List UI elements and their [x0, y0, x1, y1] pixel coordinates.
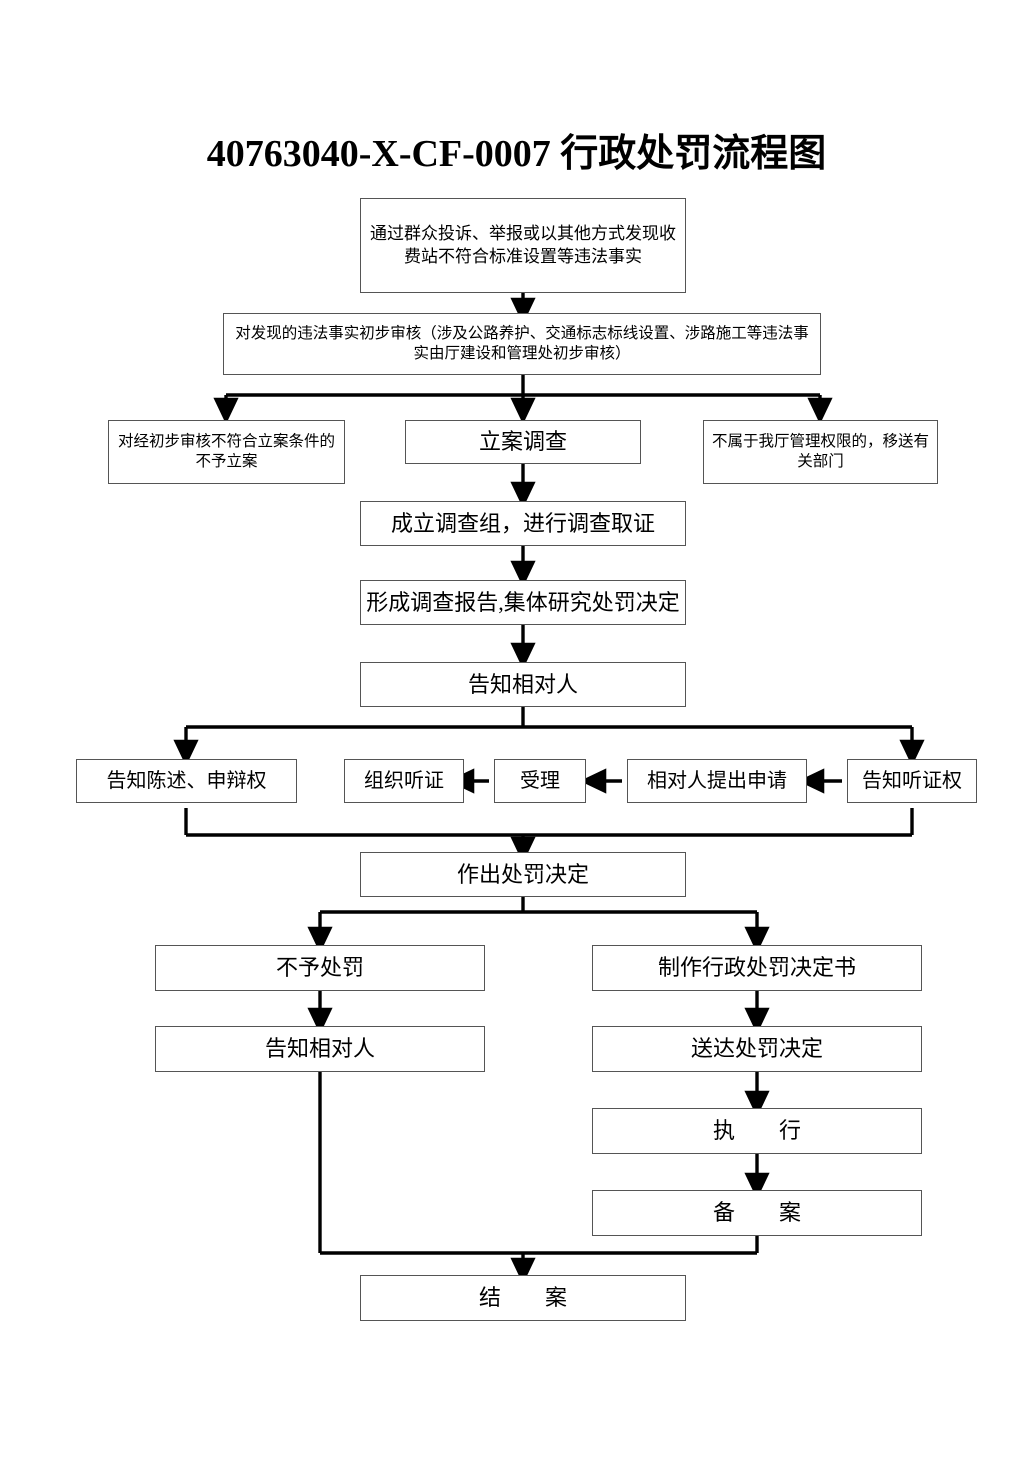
node-execute-label: 执 行	[712, 1118, 801, 1144]
node-make-decision-label: 作出处罚决定	[456, 861, 589, 887]
node-make-decision-doc[interactable]: 制作行政处罚决定书	[592, 945, 922, 991]
node-notify-statement-right[interactable]: 告知陈述、申辩权	[76, 759, 297, 803]
node-investigation-team-label: 成立调查组，进行调查取证	[390, 510, 655, 536]
node-notify-party-label: 告知相对人	[467, 671, 578, 697]
node-make-decision-doc-label: 制作行政处罚决定书	[657, 955, 856, 981]
node-notify-party-2[interactable]: 告知相对人	[155, 1026, 485, 1072]
node-transfer[interactable]: 不属于我厅管理权限的，移送有关部门	[703, 420, 938, 484]
node-no-penalty-label: 不予处罚	[275, 955, 364, 981]
node-serve-decision[interactable]: 送达处罚决定	[592, 1026, 922, 1072]
node-record-file-label: 备 案	[712, 1200, 801, 1226]
node-no-filing-label: 对经初步审核不符合立案条件的不予立案	[117, 432, 335, 470]
node-party-applies-label: 相对人提出申请	[647, 769, 787, 792]
node-file-case[interactable]: 立案调查	[405, 420, 641, 464]
node-party-applies[interactable]: 相对人提出申请	[627, 759, 807, 803]
node-investigation-team[interactable]: 成立调查组，进行调查取证	[360, 501, 686, 546]
node-notify-hearing-right-label: 告知听证权	[862, 769, 962, 792]
node-source[interactable]: 通过群众投诉、举报或以其他方式发现收费站不符合标准设置等违法事实	[360, 198, 686, 293]
node-notify-party-2-label: 告知相对人	[264, 1036, 375, 1062]
node-notify-party[interactable]: 告知相对人	[360, 662, 686, 707]
page-title: 40763040-X-CF-0007 行政处罚流程图	[206, 133, 827, 175]
node-accept-label: 受理	[520, 769, 560, 792]
node-notify-hearing-right[interactable]: 告知听证权	[847, 759, 977, 803]
node-report-decision[interactable]: 形成调查报告,集体研究处罚决定	[360, 580, 686, 625]
node-close-case-label: 结 案	[478, 1285, 567, 1311]
node-file-case-label: 立案调查	[478, 429, 567, 455]
node-organize-hearing[interactable]: 组织听证	[344, 759, 464, 803]
node-preliminary-review-label: 对发现的违法事实初步审核（涉及公路养护、交通标志标线设置、涉路施工等违法事实由厅…	[235, 324, 809, 362]
node-report-decision-label: 形成调查报告,集体研究处罚决定	[366, 589, 680, 615]
node-preliminary-review[interactable]: 对发现的违法事实初步审核（涉及公路养护、交通标志标线设置、涉路施工等违法事实由厅…	[223, 313, 821, 375]
node-execute[interactable]: 执 行	[592, 1108, 922, 1154]
node-make-decision[interactable]: 作出处罚决定	[360, 852, 686, 897]
node-organize-hearing-label: 组织听证	[364, 769, 444, 792]
node-serve-decision-label: 送达处罚决定	[690, 1036, 823, 1062]
node-notify-statement-right-label: 告知陈述、申辩权	[106, 769, 267, 792]
node-source-label: 通过群众投诉、举报或以其他方式发现收费站不符合标准设置等违法事实	[370, 224, 676, 266]
node-no-penalty[interactable]: 不予处罚	[155, 945, 485, 991]
node-transfer-label: 不属于我厅管理权限的，移送有关部门	[711, 432, 929, 470]
node-no-filing[interactable]: 对经初步审核不符合立案条件的不予立案	[108, 420, 345, 484]
node-close-case[interactable]: 结 案	[360, 1275, 686, 1321]
node-accept[interactable]: 受理	[494, 759, 586, 803]
node-record-file[interactable]: 备 案	[592, 1190, 922, 1236]
